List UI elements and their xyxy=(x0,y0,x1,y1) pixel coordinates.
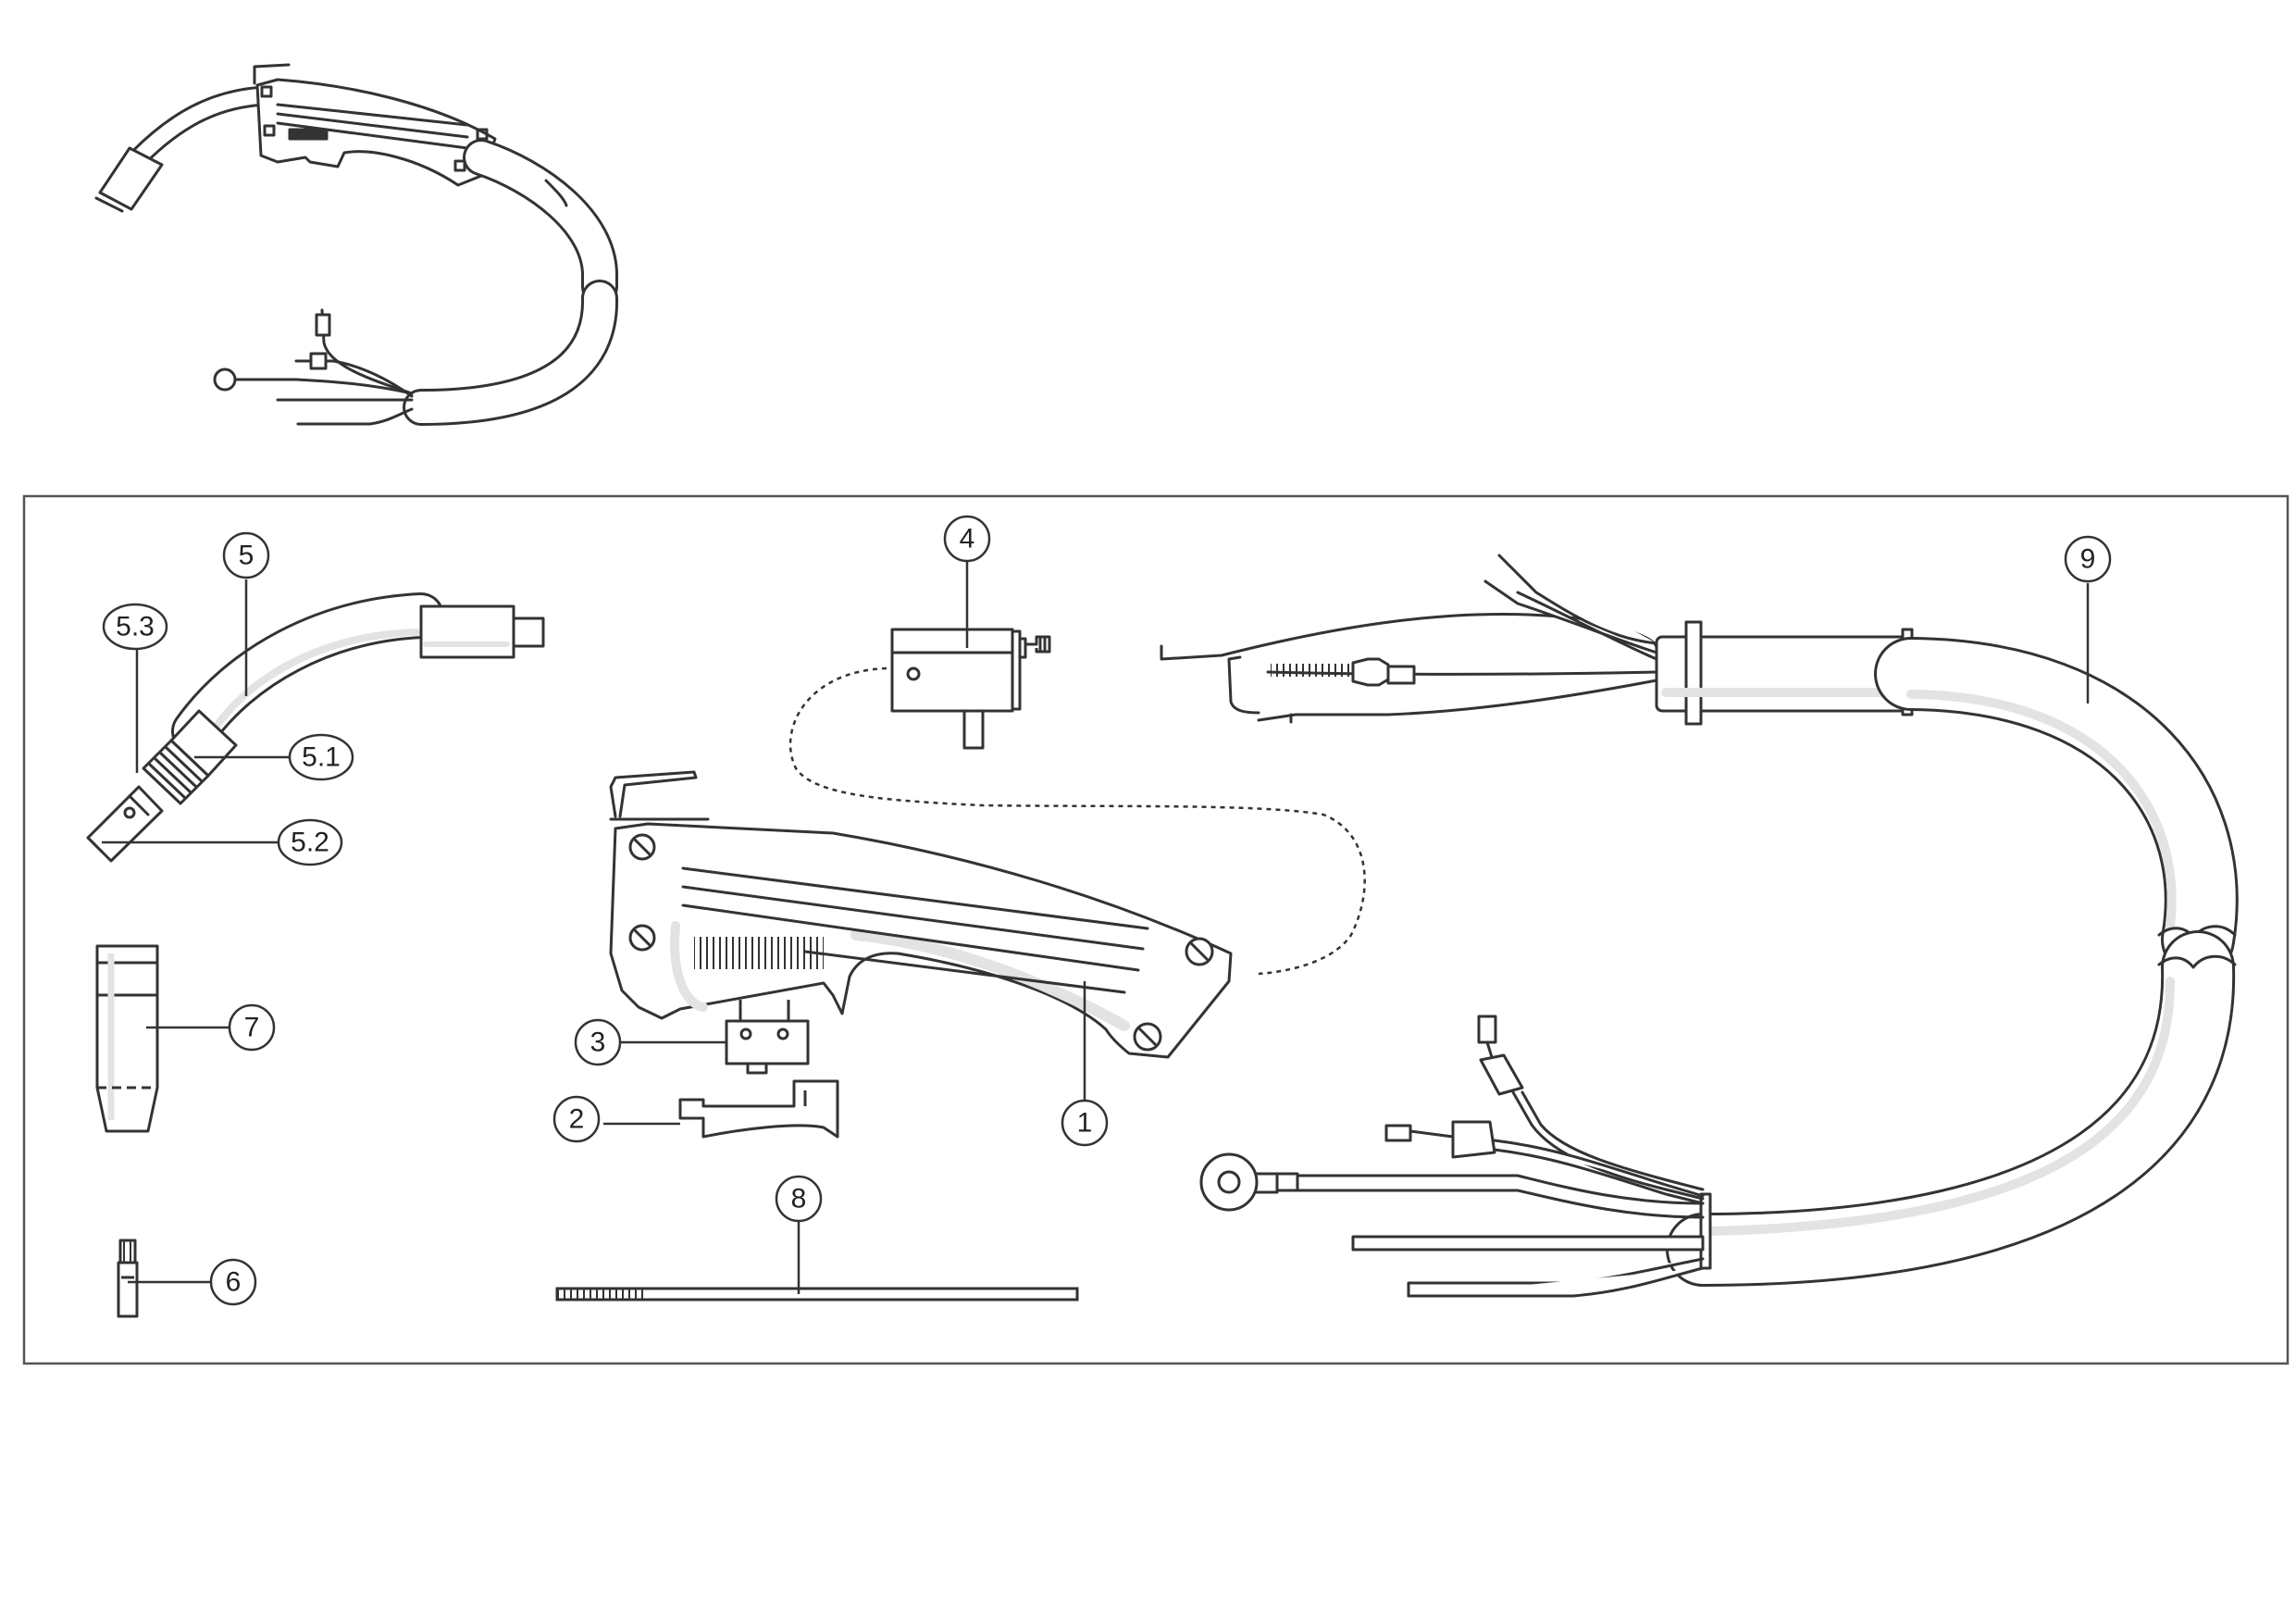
callout-2-label: 2 xyxy=(569,1104,585,1135)
callout-leaders xyxy=(102,561,2090,1294)
callout-5-1-label: 5.1 xyxy=(302,742,341,773)
part-liner xyxy=(555,1287,1079,1301)
callout-5-1: 5.1 xyxy=(288,733,354,781)
callout-4-label: 4 xyxy=(960,524,975,554)
callout-3-label: 3 xyxy=(590,1027,606,1058)
callout-9: 9 xyxy=(2064,535,2112,583)
callout-1-label: 1 xyxy=(1077,1108,1093,1139)
callout-6-label: 6 xyxy=(226,1267,242,1298)
callout-9-label: 9 xyxy=(2080,544,2096,575)
part-handle xyxy=(609,770,1233,1059)
callout-5-2-label: 5.2 xyxy=(291,828,329,858)
callout-7-label: 7 xyxy=(244,1013,260,1043)
callout-5-3: 5.3 xyxy=(102,603,168,651)
callout-5-3-label: 5.3 xyxy=(116,612,155,642)
callout-8-label: 8 xyxy=(791,1184,807,1214)
part-cable-assembly xyxy=(1160,554,2239,1298)
exploded-view-frame xyxy=(22,494,2290,1365)
callout-8: 8 xyxy=(775,1175,823,1223)
callout-2: 2 xyxy=(552,1095,601,1143)
callout-4: 4 xyxy=(943,515,991,563)
part-gooseneck xyxy=(86,592,545,863)
part-contact-tip xyxy=(117,1239,139,1318)
part-gas-nozzle xyxy=(95,944,159,1133)
callout-5-2: 5.2 xyxy=(277,818,343,866)
overview-torch-illustration xyxy=(94,63,619,426)
part-trigger xyxy=(678,1079,839,1139)
callout-7: 7 xyxy=(228,1003,276,1052)
callout-1: 1 xyxy=(1061,1099,1109,1147)
callout-5: 5 xyxy=(222,531,270,579)
callout-5-label: 5 xyxy=(239,541,254,571)
part-gas-valve xyxy=(788,628,1366,976)
callout-3: 3 xyxy=(574,1018,622,1066)
part-microswitch xyxy=(725,1000,810,1075)
callout-6: 6 xyxy=(209,1258,257,1306)
